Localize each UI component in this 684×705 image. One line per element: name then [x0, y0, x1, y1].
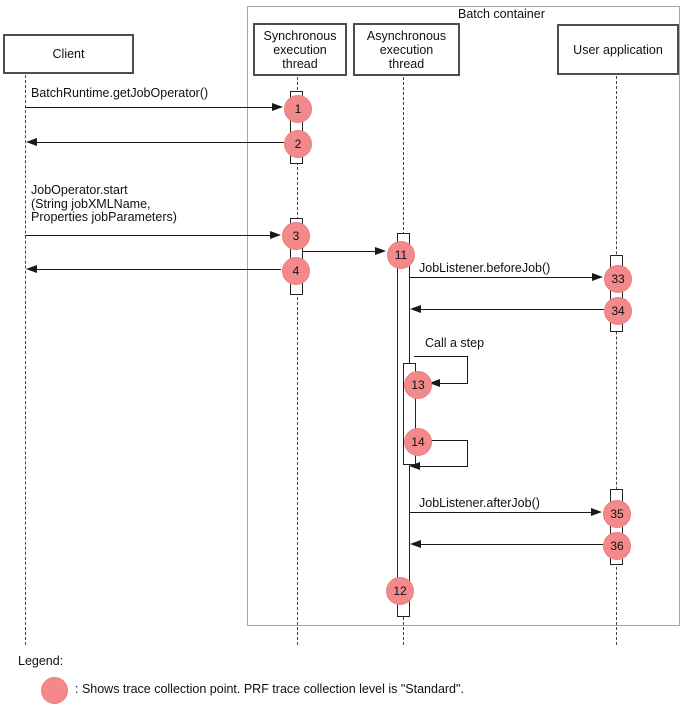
- job-operator-start-line2: (String jobXMLName,: [31, 196, 151, 211]
- arrowhead-left-icon: [410, 305, 421, 313]
- message-arrow-job-operator-start: [25, 235, 270, 236]
- self-call-1-side: [467, 356, 468, 384]
- lifeline-user-application: [616, 71, 617, 645]
- batch-container-title: Batch container: [458, 7, 545, 21]
- message-label-get-job-operator: BatchRuntime.getJobOperator(): [31, 86, 209, 100]
- trace-point-4: 4: [282, 257, 310, 285]
- legend-heading: Legend:: [18, 654, 64, 668]
- arrowhead-left-icon: [409, 462, 420, 470]
- actor-label-sync-line1: Synchronous: [263, 28, 337, 43]
- trace-point-3: 3: [282, 222, 310, 250]
- actor-label-sync-line3: thread: [282, 56, 318, 71]
- message-arrow-before-job: [409, 277, 592, 278]
- lifeline-client: [25, 70, 26, 645]
- trace-point-2: 2: [284, 130, 312, 158]
- trace-point-34: 34: [604, 297, 632, 325]
- trace-point-36: 36: [603, 532, 631, 560]
- lifeline-sync-thread: [297, 72, 298, 645]
- actor-label-async-line1: Asynchronous: [366, 28, 447, 43]
- return-arrow-get-job-operator: [37, 142, 284, 143]
- actor-box-user-application: User application: [557, 24, 679, 75]
- return-arrow-after-job: [421, 544, 603, 545]
- trace-point-12: 12: [386, 577, 414, 605]
- legend-description: : Shows trace collection point. PRF trac…: [75, 682, 464, 696]
- actor-label-async-line3: thread: [388, 56, 425, 71]
- self-call-2-side: [467, 440, 468, 467]
- trace-point-13: 13: [404, 371, 432, 399]
- trace-point-33: 33: [604, 265, 632, 293]
- actor-label-sync-line2: execution: [273, 42, 327, 57]
- trace-point-14: 14: [404, 428, 432, 456]
- trace-point-11: 11: [387, 241, 415, 269]
- self-call-2-top: [430, 440, 468, 441]
- arrowhead-right-icon: [270, 231, 281, 239]
- self-call-1-return: [440, 383, 468, 384]
- batch-container-frame: [247, 6, 680, 626]
- arrowhead-left-icon: [410, 540, 421, 548]
- job-operator-start-line1: JobOperator.start: [31, 183, 128, 197]
- arrowhead-right-icon: [375, 247, 386, 255]
- arrowhead-left-icon: [26, 265, 37, 273]
- message-label-before-job: JobListener.beforeJob(): [419, 261, 551, 275]
- legend-trace-point-icon: [41, 677, 68, 704]
- message-label-job-operator-start: JobOperator.start (String jobXMLName, Pr…: [31, 183, 177, 225]
- arrowhead-left-icon: [26, 138, 37, 146]
- actor-box-async-thread: Asynchronous execution thread: [353, 23, 460, 76]
- trace-point-35: 35: [603, 500, 631, 528]
- message-arrow-get-job-operator: [25, 107, 272, 108]
- self-call-2-return: [420, 466, 468, 467]
- arrowhead-right-icon: [592, 273, 603, 281]
- return-arrow-before-job: [421, 309, 604, 310]
- self-call-1-top: [414, 356, 468, 357]
- arrowhead-right-icon: [591, 508, 602, 516]
- arrowhead-left-icon: [429, 379, 440, 387]
- actor-box-client: Client: [3, 34, 134, 74]
- actor-label-user-application: User application: [573, 42, 663, 57]
- message-arrow-after-job: [409, 512, 591, 513]
- trace-point-1: 1: [284, 95, 312, 123]
- message-label-after-job: JobListener.afterJob(): [419, 496, 540, 510]
- actor-label-async-line2: execution: [379, 42, 434, 57]
- message-label-call-a-step: Call a step: [425, 336, 485, 350]
- actor-box-sync-thread: Synchronous execution thread: [253, 23, 347, 76]
- job-operator-start-line3: Properties jobParameters): [31, 210, 177, 224]
- arrowhead-right-icon: [272, 103, 283, 111]
- actor-label-client: Client: [52, 47, 85, 61]
- return-arrow-job-operator-start: [37, 269, 281, 270]
- message-arrow-sync-to-async: [302, 251, 375, 252]
